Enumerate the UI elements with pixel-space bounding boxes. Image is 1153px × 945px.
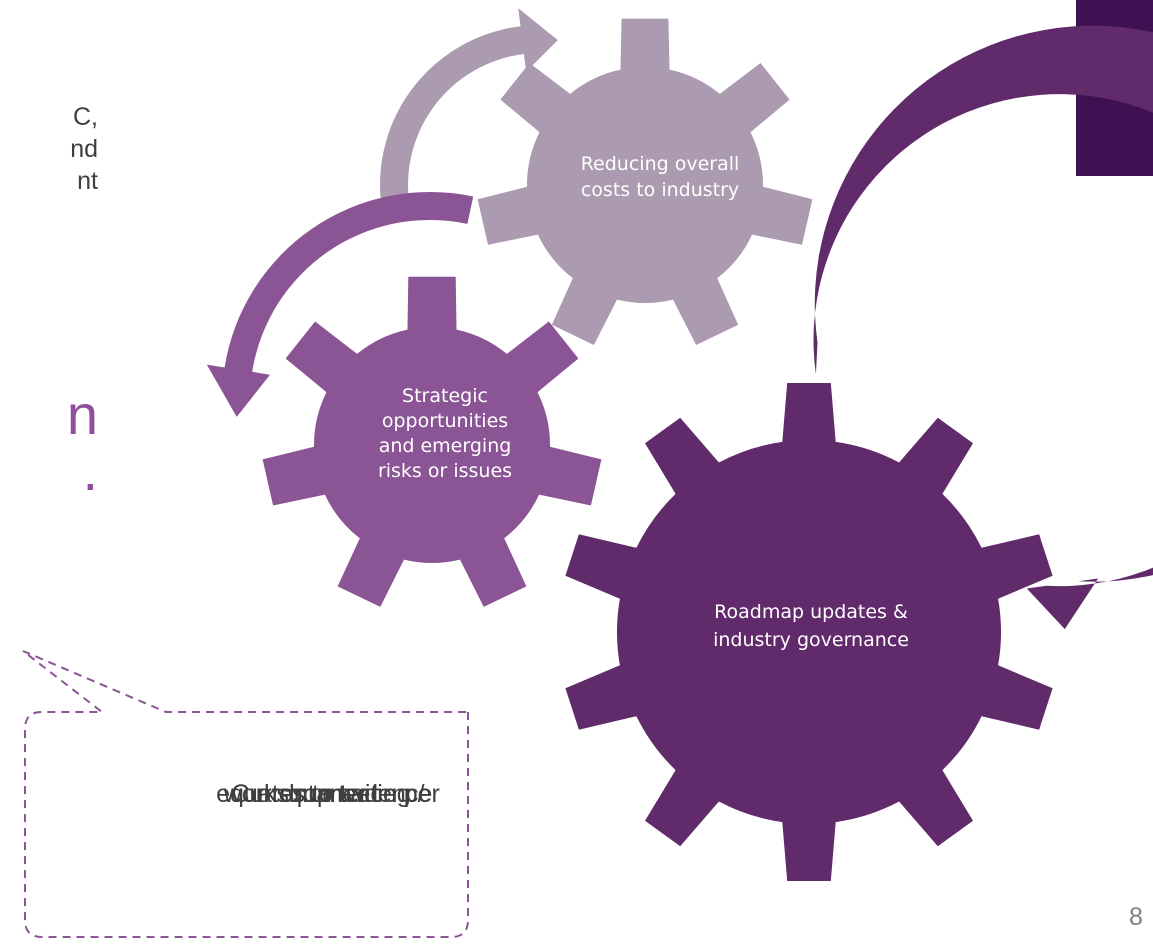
callout-line: Current meeting /	[231, 780, 425, 808]
heading-line: n	[66, 383, 98, 446]
gears-group: Reducing overall costs to industryStrateg…	[262, 18, 1053, 881]
left-heading-fragment: n .	[0, 387, 98, 499]
callout-bubble	[22, 650, 469, 938]
gear-label-line: industry governance	[713, 629, 909, 651]
gear-top: Reducing overall costs to industry	[477, 18, 813, 345]
left-text-line: nd	[70, 135, 98, 163]
page-number: 8	[1129, 903, 1143, 931]
callout-line: equates to twice per	[216, 780, 440, 808]
gear-shape	[565, 383, 1053, 881]
left-text-line: nt	[77, 167, 98, 195]
callout-outline	[22, 650, 469, 938]
gear-shape	[262, 276, 602, 607]
gear-shape	[477, 18, 813, 345]
gear-label: Roadmap updates & industry governance	[713, 601, 909, 651]
cycle-arrows	[206, 8, 1153, 630]
gear-label: Reducing overall costs to industry	[581, 153, 740, 201]
gear-label-line: Reducing overall	[581, 153, 740, 175]
gear-label-line: and emerging	[379, 435, 512, 457]
left-body-text-fragment: C, nd nt	[0, 101, 98, 197]
callout-line: workshop cadence	[223, 780, 433, 808]
gear-label-line: Roadmap updates &	[714, 601, 908, 623]
gear-label-line: Strategic	[402, 385, 488, 407]
callout-line: quarter	[288, 780, 368, 808]
gear-label-line: opportunities	[382, 410, 508, 432]
gear-label-line: costs to industry	[581, 179, 739, 201]
left-text-line: C,	[73, 103, 98, 131]
gear-left: Strategic opportunities and emerging risks …	[262, 276, 602, 607]
gear-big: Roadmap updates & industry governance	[565, 383, 1053, 881]
left-cycle-arrow	[206, 191, 474, 417]
heading-line: .	[82, 439, 98, 502]
gear-label-line: risks or issues	[378, 460, 512, 482]
right-cycle-arrow	[813, 25, 1153, 630]
gear-label: Strategic opportunities and emerging risks …	[378, 385, 512, 482]
